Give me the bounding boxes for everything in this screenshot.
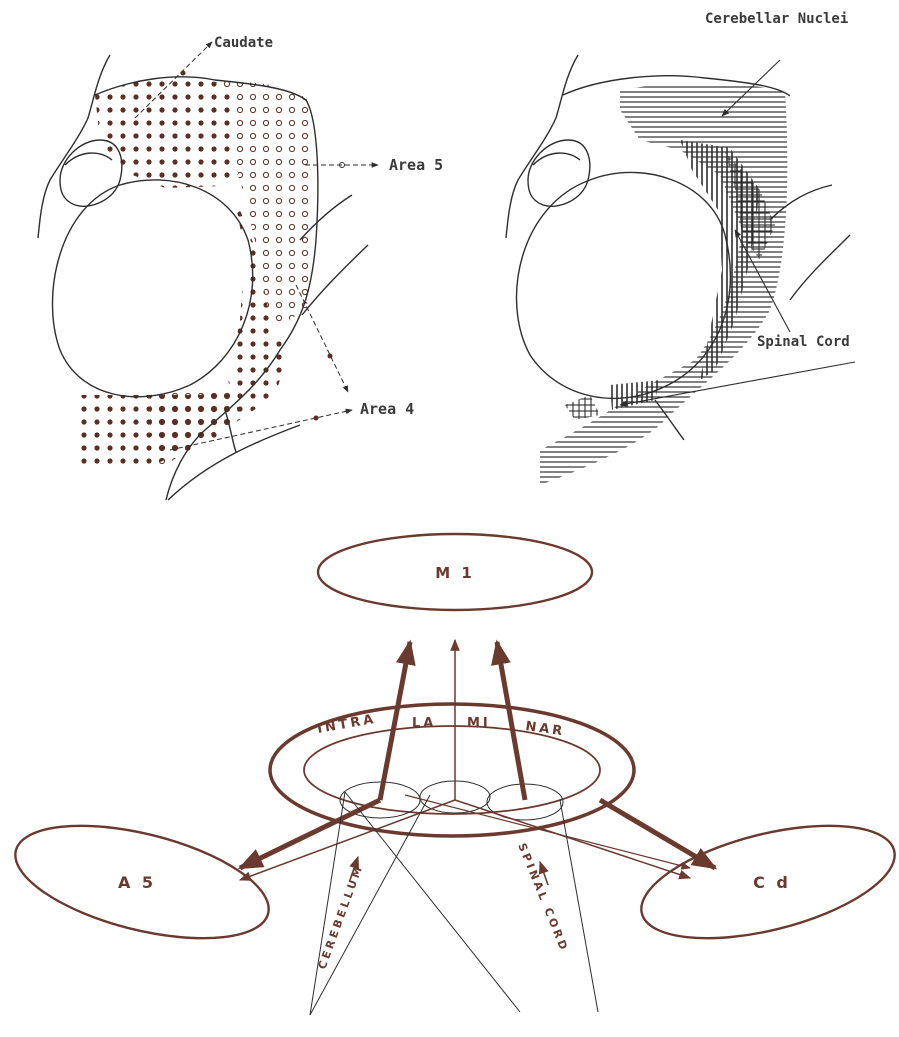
projection-center-to-a5 <box>240 800 455 880</box>
lateral-curve-right-2 <box>790 235 850 300</box>
projection-right-to-cd <box>600 800 715 868</box>
cerebellar-nuclei-zone <box>540 83 787 485</box>
cerebellar-nuclei-label: Cerebellar Nuclei <box>705 11 848 27</box>
cerebellum-input-label: CEREBELLUM <box>316 862 366 971</box>
area4-pointer-dot-upper <box>328 354 333 359</box>
intralaminar-label-mi: MI <box>467 716 491 731</box>
spinal-cord-zone <box>680 140 760 380</box>
overlap-zone-lower <box>565 395 600 420</box>
m1-label: M 1 <box>435 564 475 582</box>
caudate-pointer-dot <box>181 71 186 76</box>
projection-left-to-m1 <box>380 642 410 800</box>
spinal-cord-label: Spinal Cord <box>757 334 850 350</box>
top-right-thalamus-section: Cerebellar Nuclei Spinal Cord <box>506 11 855 485</box>
intralaminar-label-nar: NAR <box>524 719 566 739</box>
caudate-projection-zone <box>95 77 238 188</box>
brain-stem-outline <box>38 55 110 238</box>
pineal-inner-curve <box>65 153 112 165</box>
spinal-cord-input-cone <box>310 795 598 1015</box>
intralaminar-label-la: LA <box>412 716 436 731</box>
projection-center-to-cd <box>455 800 690 878</box>
caudate-label: Caudate <box>214 35 273 51</box>
pineal-inner-curve-right <box>533 153 580 165</box>
area4-pointer-upper <box>296 285 348 392</box>
a5-label: A 5 <box>118 873 156 892</box>
area4-label: Area 4 <box>360 400 414 418</box>
projection-right-to-m1 <box>497 642 525 800</box>
area5-label: Area 5 <box>389 156 443 174</box>
cd-label: C d <box>753 873 791 892</box>
pulvinar-ellipse <box>53 180 253 397</box>
spinal-cord-input-label: SPINAL CORD <box>515 841 571 954</box>
brain-stem-outline-right <box>506 55 578 238</box>
top-left-thalamus-section: Caudate Area 5 Area 4 <box>38 35 443 500</box>
bottom-schematic: M 1 A 5 C d INTRA LA MI NAR CEREBELLUM <box>4 534 899 1015</box>
area4-pointer-dot-lower <box>314 416 319 421</box>
projection-left-to-cd <box>405 795 690 868</box>
